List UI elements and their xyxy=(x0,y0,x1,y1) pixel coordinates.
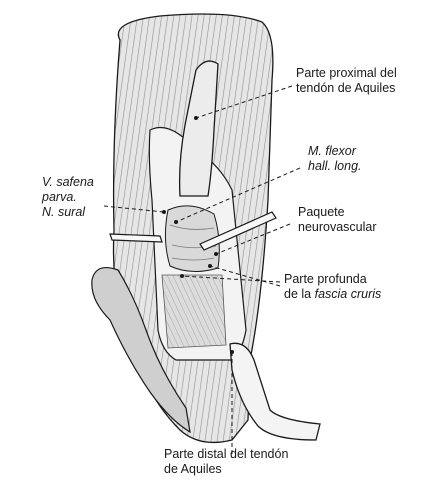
label-profunda: Parte profunda de la fascia cruris xyxy=(284,272,382,301)
label-proximal-tendon: Parte proximal del tendón de Aquiles xyxy=(296,66,397,95)
retractors xyxy=(109,211,277,251)
label-safena: V. safena parva. N. sural xyxy=(42,175,94,219)
label-flexor: M. flexor hall. long. xyxy=(308,144,362,173)
leader-dots xyxy=(162,116,234,354)
incision-field xyxy=(148,126,247,361)
proximal-tendon-shape xyxy=(178,60,219,197)
label-paquete: Paquete neurovascular xyxy=(298,205,377,234)
leader-lines xyxy=(103,85,301,458)
distal-tendon-shape xyxy=(229,342,321,441)
label-distal-tendon: Parte distal del tendón de Aquiles xyxy=(164,447,289,476)
